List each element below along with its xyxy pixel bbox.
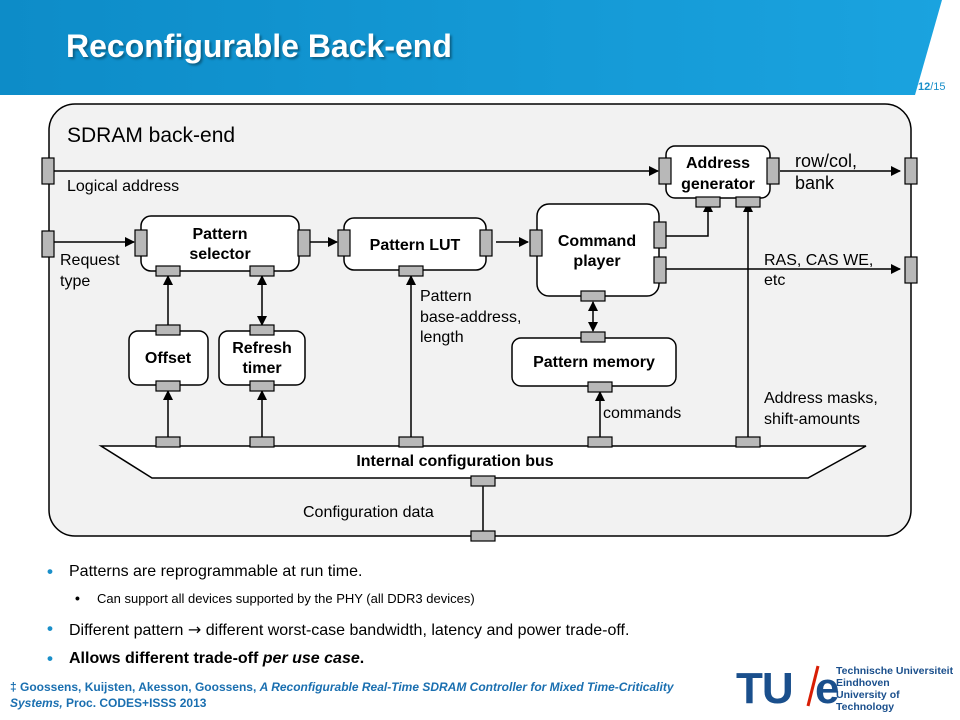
logical-address-label: Logical address [67,178,179,195]
ras-cas-label-2: etc [764,272,785,289]
config-bus-label: Internal configuration bus [356,453,553,470]
logo-slash [806,665,820,707]
config-bus-block: Internal configuration bus [98,445,867,479]
request-type-label-2: type [60,273,90,290]
port [155,436,181,448]
port [695,196,721,208]
page-total: /15 [930,81,946,93]
port [470,530,496,542]
port [587,436,613,448]
pattern-selector-label-1: Pattern [192,226,247,243]
player-to-addrgen-wire [666,202,713,237]
refresh-timer-block: Refresh timer [218,330,306,386]
logo-mark-tu: TU [736,664,793,710]
commands-label: commands [603,405,681,422]
header-band [0,0,942,95]
page-current: 12 [918,81,931,93]
port [580,331,606,343]
port [479,229,493,257]
port [766,157,780,185]
footnote-title: A Reconfigurable Real-Time SDRAM Control… [10,680,674,710]
refresh-timer-label-1: Refresh [232,340,292,357]
pattern-base-label-2: base-address, [420,309,521,326]
ports [41,157,918,542]
pattern-selector-label-2: selector [189,246,250,263]
pattern-lut-block: Pattern LUT [343,217,487,271]
port [658,157,672,185]
port [735,436,761,448]
address-masks-label-2: shift-amounts [764,411,860,428]
logo-text: Technische Universiteit Eindhoven Univer… [836,665,960,713]
port [155,324,181,336]
logo-line-2: Eindhoven [836,677,890,689]
footnote-venue: Proc. CODES+ISSS 2013 [62,696,207,710]
port [653,256,667,284]
request-type-label-1: Request [60,252,120,269]
port [580,290,606,302]
logo-line-3: University of Technology [836,689,900,713]
connections [54,166,901,540]
address-generator-label-1: Address [686,155,750,172]
pattern-memory-block: Pattern memory [511,337,677,387]
tue-logo: TU e [736,664,839,710]
container-label: SDRAM back-end [67,124,235,147]
pattern-base-label-3: length [420,329,464,346]
pattern-selector-block: Pattern selector [140,215,300,272]
port [904,157,918,185]
port [297,229,311,257]
port [398,436,424,448]
row-col-label-2: bank [795,173,835,193]
address-generator-block: Address generator [665,145,771,199]
reference-footnote: ‡ Goossens, Kuijsten, Akesson, Goossens,… [10,679,700,711]
ras-cas-label-1: RAS, CAS WE, [764,252,873,269]
slide-title: Reconfigurable Back-end [66,28,452,64]
page-number: 12/15 [918,81,946,93]
port [735,196,761,208]
port [337,229,351,257]
port [529,229,543,257]
config-data-label: Configuration data [303,504,434,521]
port [249,380,275,392]
refresh-timer-label-2: timer [242,360,281,377]
port [41,157,55,185]
pattern-base-label-1: Pattern [420,288,472,305]
command-player-label-1: Command [558,233,636,250]
port [249,324,275,336]
command-player-label-2: player [573,253,620,270]
port [398,265,424,277]
logo-mark-e: e [815,664,839,710]
port [904,256,918,284]
port [653,221,667,249]
offset-block: Offset [128,330,209,386]
port [587,381,613,393]
port [470,475,496,487]
footnote-authors: ‡ Goossens, Kuijsten, Akesson, Goossens, [10,680,260,694]
port [249,436,275,448]
port [41,230,55,258]
address-masks-label-1: Address masks, [764,390,878,407]
address-generator-label-2: generator [681,176,755,193]
port [249,265,275,277]
port [155,380,181,392]
pattern-memory-label: Pattern memory [533,354,655,371]
port [134,229,148,257]
offset-label: Offset [145,350,192,367]
command-player-block: Command player [536,203,660,297]
pattern-lut-label: Pattern LUT [370,237,461,254]
row-col-label-1: row/col, [795,151,857,171]
logo-line-1: Technische Universiteit [836,665,954,677]
port [155,265,181,277]
